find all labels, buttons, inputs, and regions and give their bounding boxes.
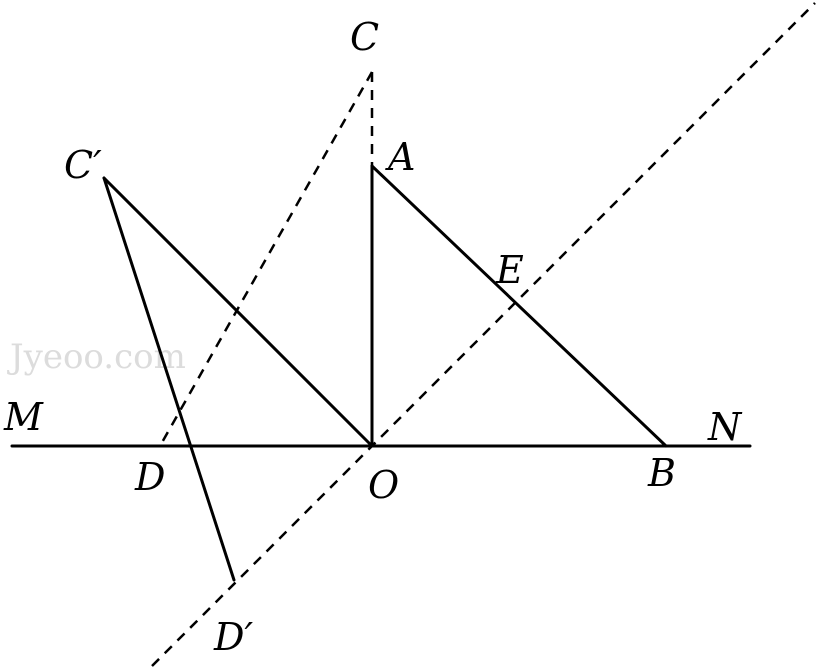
label-m: M: [3, 395, 44, 439]
dashed-segment-cd: [158, 71, 374, 447]
watermark: Jyeoo.com: [7, 337, 186, 377]
dashed-line-d-prime-e: [151, 2, 816, 667]
label-n: N: [707, 405, 743, 449]
label-o: O: [368, 463, 399, 507]
segment-ab: [370, 164, 668, 448]
label-c: C: [350, 15, 379, 59]
label-d: D: [134, 455, 165, 499]
label-e: E: [495, 248, 524, 292]
label-a: A: [385, 135, 415, 179]
segment-c-prime-d-prime: [102, 176, 236, 582]
segment-c-prime-o: [102, 176, 374, 448]
label-c-prime: C′: [64, 143, 102, 187]
label-b: B: [647, 451, 676, 495]
label-d-prime: D′: [213, 615, 253, 659]
